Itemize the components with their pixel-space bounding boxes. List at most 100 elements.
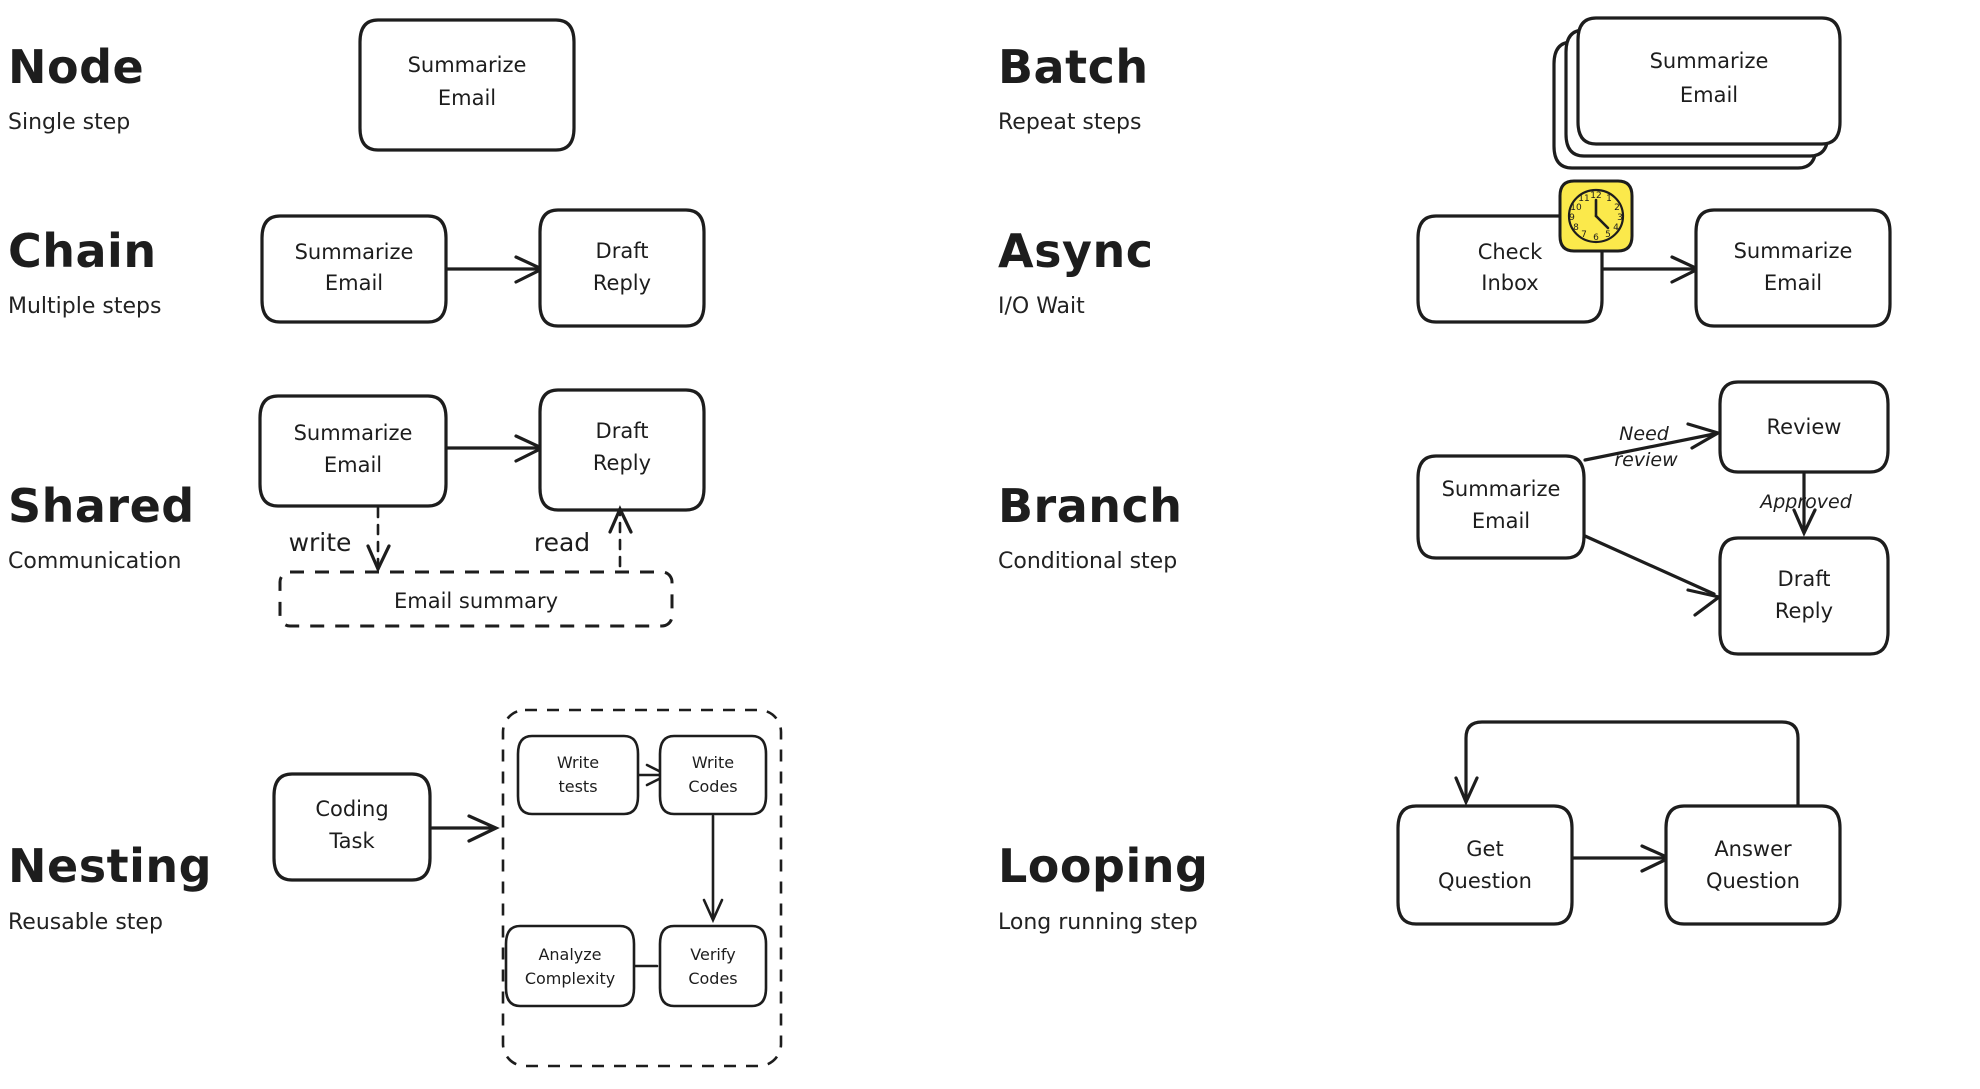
clock-numeral-1: 1	[1606, 194, 1612, 204]
async-node-check-inbox[interactable]: Check Inbox	[1416, 214, 1604, 324]
pattern-title-chain: Chain	[8, 223, 157, 278]
nesting-subnode-write-tests[interactable]: Write tests	[516, 734, 640, 816]
shared-edge-write: write	[289, 506, 391, 573]
branch-edge-label-need: Need	[1619, 423, 1670, 445]
nesting-node-coding-task[interactable]: Coding Task	[272, 772, 432, 882]
looping-edge-forward	[1571, 844, 1673, 873]
branch-node1-label-line1: Summarize	[1442, 477, 1561, 501]
clock-numeral-2: 2	[1614, 203, 1620, 213]
node-label-block: Node Single step	[0, 0, 330, 178]
batch-card-front[interactable]: Summarize Email	[1576, 16, 1842, 146]
nesting-subnode1-label-line2: tests	[558, 777, 597, 796]
async-edge-1	[1601, 255, 1702, 284]
looping-edge-back	[1454, 720, 1800, 816]
async-node-summarize-email[interactable]: Summarize Email	[1694, 208, 1892, 328]
clock-numeral-3: 3	[1617, 213, 1623, 223]
pattern-title-looping: Looping	[998, 839, 1209, 894]
chain-node1-label-line2: Email	[325, 271, 383, 295]
pattern-node: Node Single step Summarize Email	[0, 0, 990, 178]
pattern-subtitle-looping: Long running step	[998, 909, 1198, 935]
nesting-edge-into-subgraph	[430, 814, 500, 843]
clock-numeral-12: 12	[1590, 191, 1601, 201]
nesting-subnode2-label-line1: Write	[692, 753, 734, 772]
async-node1-label-line2: Inbox	[1481, 271, 1538, 295]
pattern-subtitle-async: I/O Wait	[998, 294, 1085, 320]
branch-node-draft-reply[interactable]: Draft Reply	[1718, 536, 1890, 656]
branch-diagram: Summarize Email Need review Review Appro…	[1240, 368, 1980, 688]
shared-diagram: Summarize Email Draft Reply write	[250, 368, 990, 688]
node-diagram: Summarize Email	[250, 0, 990, 178]
pattern-title-nesting: Nesting	[8, 839, 213, 894]
pattern-title-branch: Branch	[998, 478, 1183, 533]
pattern-branch: Branch Conditional step Summarize Email …	[990, 368, 1980, 688]
shared-store-email-summary[interactable]: Email summary	[278, 570, 674, 628]
chain-edge-1	[445, 255, 546, 284]
nesting-subnode3-label-line1: Verify	[690, 945, 735, 964]
chain-node2-label-line1: Draft	[596, 239, 649, 263]
nesting-node1-label-line1: Coding	[315, 797, 388, 821]
looping-node1-label-line1: Get	[1466, 837, 1503, 861]
pattern-title-node: Node	[8, 39, 145, 94]
nesting-subedge-2	[702, 814, 724, 924]
pattern-subtitle-branch: Conditional step	[998, 549, 1178, 575]
async-diagram: Check Inbox Summarize Email 12 1	[1240, 178, 1980, 368]
looping-node2-label-line2: Question	[1706, 869, 1800, 893]
shared-label-block: Shared Communication	[0, 368, 330, 688]
batch-card-label-line1: Summarize	[1650, 49, 1769, 73]
pattern-async: Async I/O Wait Check Inbox Summarize Ema…	[990, 178, 1980, 368]
chain-node-draft-reply[interactable]: Draft Reply	[538, 208, 706, 328]
nesting-label-block: Nesting Reusable step	[0, 688, 330, 1089]
branch-edge-direct-to-draft	[1583, 534, 1723, 617]
async-label-block: Async I/O Wait	[990, 178, 1320, 368]
nesting-subnode2-label-line2: Codes	[688, 777, 737, 796]
batch-card-label-line2: Email	[1680, 83, 1738, 107]
shared-node1-label-line2: Email	[324, 453, 382, 477]
branch-node-review[interactable]: Review	[1718, 380, 1890, 474]
nesting-subnode-analyze-complexity[interactable]: Analyze Complexity	[504, 924, 636, 1008]
looping-node1-label-line2: Question	[1438, 869, 1532, 893]
looping-label-block: Looping Long running step	[990, 688, 1320, 1089]
pattern-nesting: Nesting Reusable step Coding Task	[0, 688, 990, 1089]
clock-numeral-8: 8	[1573, 223, 1579, 233]
pattern-subtitle-chain: Multiple steps	[8, 294, 162, 320]
chain-node1-label-line1: Summarize	[295, 240, 414, 264]
branch-edge-approved: Approved	[1758, 472, 1853, 537]
chain-label-block: Chain Multiple steps	[0, 178, 330, 368]
shared-node-summarize-email[interactable]: Summarize Email	[258, 394, 448, 508]
looping-node-get-question[interactable]: Get Question	[1396, 804, 1574, 926]
node-box-summarize-email[interactable]: Summarize Email	[358, 18, 576, 152]
node-box-label-line1: Summarize	[408, 53, 527, 77]
nesting-subnode4-label-line2: Complexity	[525, 969, 615, 988]
looping-node-answer-question[interactable]: Answer Question	[1664, 804, 1842, 926]
async-node1-label-line1: Check	[1478, 240, 1543, 264]
branch-node3-label-line2: Reply	[1775, 599, 1833, 623]
pattern-title-shared: Shared	[8, 478, 195, 533]
chain-node2-label-line2: Reply	[593, 271, 651, 295]
clock-numeral-11: 11	[1578, 194, 1589, 204]
clock-numeral-7: 7	[1581, 230, 1587, 240]
nesting-subnode-write-codes[interactable]: Write Codes	[658, 734, 768, 816]
pattern-subtitle-batch: Repeat steps	[998, 110, 1142, 136]
chain-diagram: Summarize Email Draft Reply	[250, 178, 990, 368]
shared-edge-read: read	[534, 505, 633, 568]
clock-numeral-5: 5	[1605, 230, 1611, 240]
shared-node2-label-line2: Reply	[593, 451, 651, 475]
nesting-subgraph[interactable]: Write tests Write Codes	[501, 708, 783, 1068]
branch-node-summarize-email[interactable]: Summarize Email	[1416, 454, 1586, 560]
clock-numeral-6: 6	[1593, 233, 1599, 243]
nesting-subnode3-label-line2: Codes	[688, 969, 737, 988]
shared-edge-label-write: write	[289, 528, 352, 557]
nesting-diagram: Coding Task Write tests	[250, 688, 990, 1089]
nesting-subnode4-label-line1: Analyze	[538, 945, 601, 964]
shared-store-label: Email summary	[394, 589, 558, 613]
batch-card-stack[interactable]: Summarize Email	[1552, 16, 1842, 170]
node-box-label-line2: Email	[438, 86, 496, 110]
chain-node-summarize-email[interactable]: Summarize Email	[260, 214, 448, 324]
shared-node1-label-line1: Summarize	[294, 421, 413, 445]
shared-edge-label-read: read	[534, 528, 590, 557]
shared-node2-label-line1: Draft	[596, 419, 649, 443]
clock-numeral-10: 10	[1570, 203, 1582, 213]
nesting-subnode-verify-codes[interactable]: Verify Codes	[658, 924, 768, 1008]
shared-node-draft-reply[interactable]: Draft Reply	[538, 388, 706, 512]
